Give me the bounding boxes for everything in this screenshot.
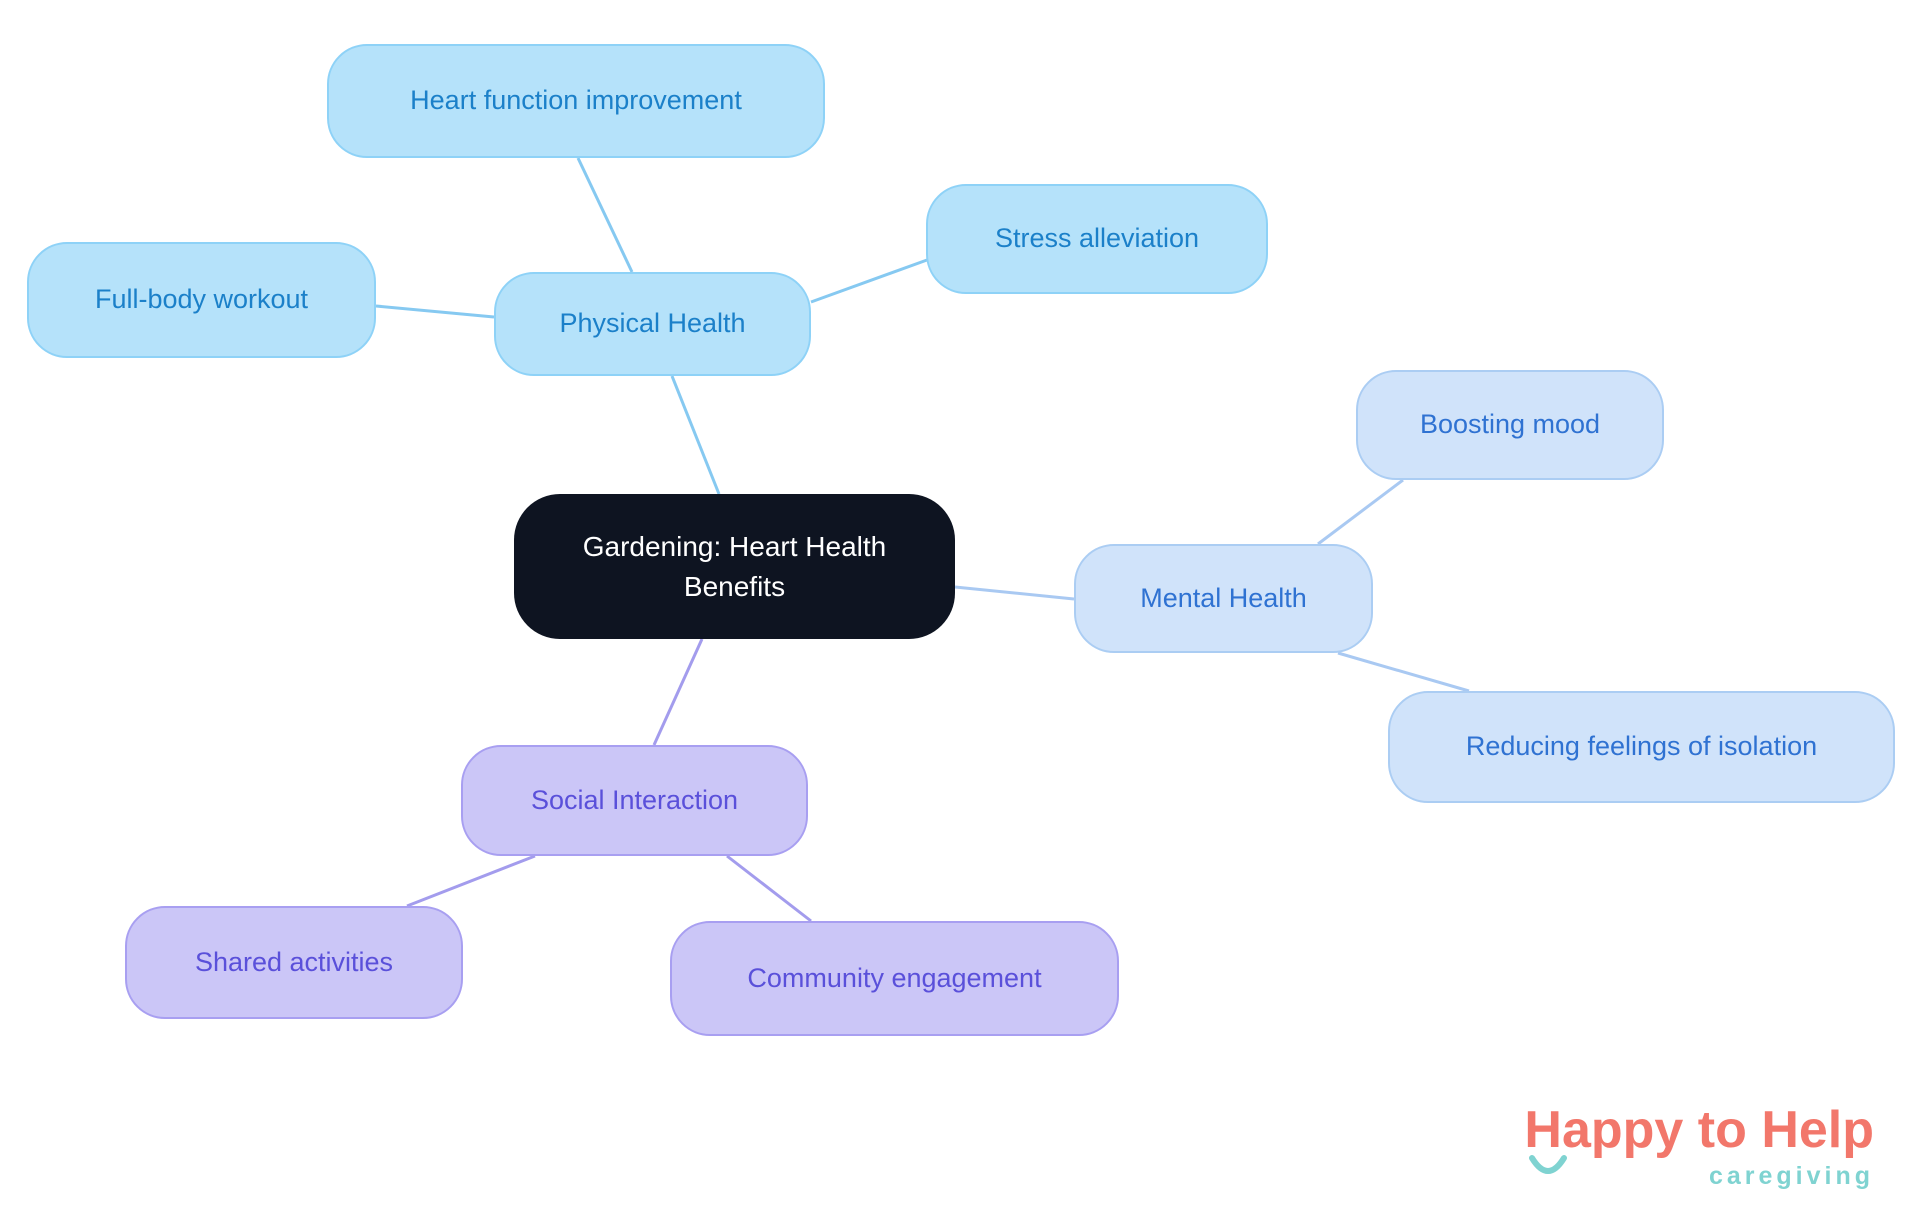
node-boosting-mood[interactable]: Boosting mood xyxy=(1356,370,1664,480)
node-reducing-feelings-of-isolation[interactable]: Reducing feelings of isolation xyxy=(1388,691,1895,803)
edge-center-social xyxy=(652,638,704,746)
node-label: Shared activities xyxy=(194,946,394,977)
node-stress-alleviation[interactable]: Stress alleviation xyxy=(926,184,1268,294)
node-community-engagement[interactable]: Community engagement xyxy=(670,921,1119,1036)
node-center-gardening-heart-health-benefits[interactable]: Gardening: Heart Health Benefits xyxy=(514,494,955,639)
edge-physical-stress xyxy=(810,258,928,304)
node-label: Mental Health xyxy=(1140,582,1307,613)
node-label: Full-body workout xyxy=(94,284,309,315)
smile-icon xyxy=(1529,1155,1567,1174)
edge-physical-heart-function xyxy=(576,157,634,273)
node-label: Social Interaction xyxy=(530,784,739,815)
edge-mental-isolation xyxy=(1337,651,1470,693)
node-social-interaction[interactable]: Social Interaction xyxy=(461,745,808,856)
edge-social-shared xyxy=(406,854,536,908)
node-full-body-workout[interactable]: Full-body workout xyxy=(27,242,376,358)
brand-tagline: caregiving xyxy=(1708,1162,1874,1190)
node-heart-function-improvement[interactable]: Heart function improvement xyxy=(327,44,825,158)
node-label: Reducing feelings of isolation xyxy=(1465,731,1818,762)
node-mental-health[interactable]: Mental Health xyxy=(1074,544,1373,653)
node-label: Physical Health xyxy=(559,308,746,339)
node-shared-activities[interactable]: Shared activities xyxy=(125,906,463,1019)
node-label: Heart function improvement xyxy=(410,85,742,116)
edge-center-physical xyxy=(670,375,721,495)
edge-social-community xyxy=(726,854,812,923)
edge-mental-boosting xyxy=(1317,478,1404,546)
edge-physical-full-body xyxy=(375,304,495,319)
node-label: Gardening: Heart Health Benefits xyxy=(582,531,887,602)
node-physical-health[interactable]: Physical Health xyxy=(494,272,811,376)
node-label: Boosting mood xyxy=(1419,409,1601,440)
node-label: Stress alleviation xyxy=(994,223,1200,254)
edge-center-mental xyxy=(954,585,1075,601)
node-label: Community engagement xyxy=(747,962,1042,993)
brand-name: Happy to Help xyxy=(1524,1101,1874,1159)
brand-logo: Happy to Help caregiving xyxy=(1404,1100,1874,1191)
